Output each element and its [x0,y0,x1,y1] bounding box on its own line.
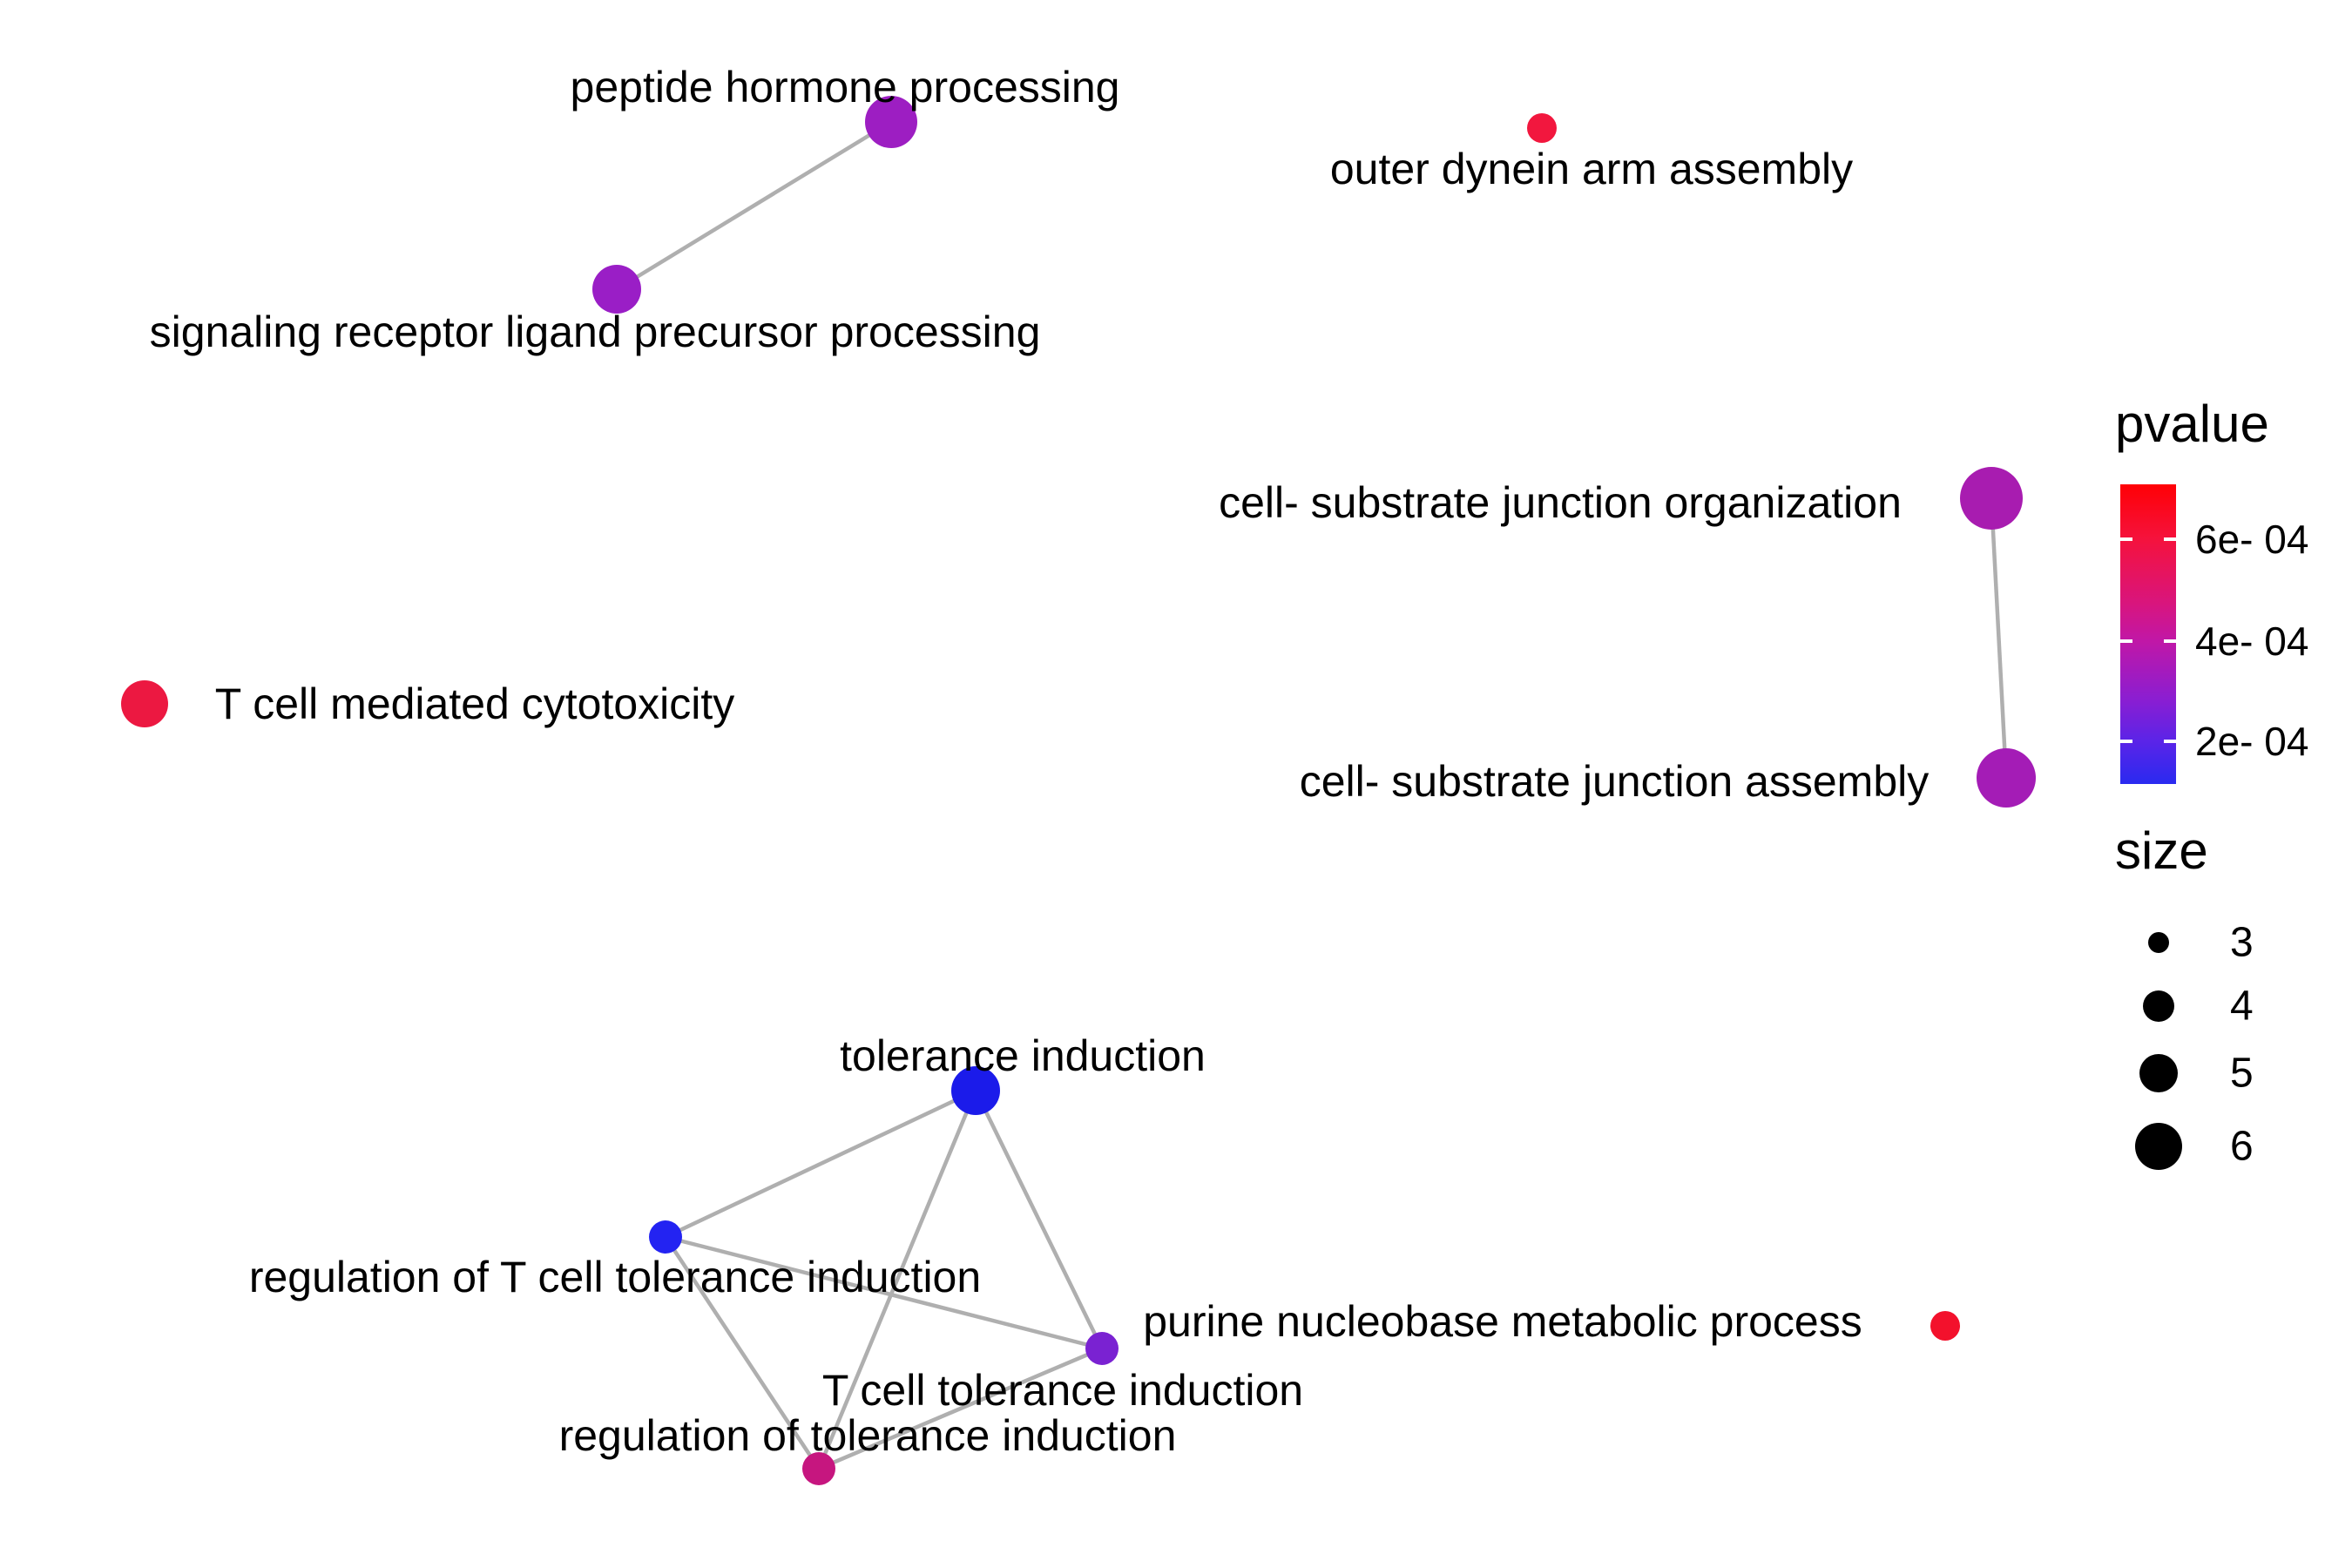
node-signaling-receptor-ligand-precursor-processing [592,265,641,314]
size-legend-title: size [2115,821,2208,880]
pvalue-tick-label: 4e- 04 [2195,618,2309,664]
node-regulation-of-tolerance-induction [802,1452,835,1485]
node-t-cell-mediated-cytotoxicity [121,680,168,727]
size-legend-dot-4 [2143,990,2174,1022]
pvalue-tick-mark [2164,537,2176,541]
size-legend-dot-3 [2148,932,2169,953]
node-regulation-of-t-cell-tolerance-induction [649,1220,682,1254]
edge-cell-substrate-junction-organization--cell-substrate-junction-assembly [1989,497,2009,779]
size-legend-value-3: 3 [2230,919,2254,966]
node-purine-nucleobase-metabolic-process [1930,1311,1960,1341]
pvalue-gradient-bar [2120,484,2176,784]
node-outer-dynein-arm-assembly [1527,113,1557,143]
size-legend-dot-5 [2139,1054,2178,1092]
node-cell-substrate-junction-organization [1960,467,2023,530]
edge-regulation-of-t-cell-tolerance-induction--regulation-of-tolerance-induction [664,1235,821,1470]
size-legend-value-6: 6 [2230,1123,2254,1170]
node-label-t-cell-mediated-cytotoxicity: T cell mediated cytotoxicity [215,679,735,728]
edge-tolerance-induction--t-cell-tolerance-induction [973,1090,1105,1349]
node-label-tolerance-induction: tolerance induction [840,1031,1206,1080]
edge-tolerance-induction--regulation-of-t-cell-tolerance-induction [665,1088,977,1240]
pvalue-tick-mark [2120,740,2132,744]
node-t-cell-tolerance-induction [1085,1332,1119,1365]
pvalue-tick-label: 2e- 04 [2195,719,2309,765]
pvalue-tick-labels: 6e- 04 4e- 04 2e- 04 [2195,484,2352,784]
node-label-outer-dynein-arm-assembly: outer dynein arm assembly [1330,145,1853,193]
size-legend-value-5: 5 [2230,1050,2254,1097]
node-cell-substrate-junction-assembly [1977,748,2036,808]
node-label-t-cell-tolerance-induction: T cell tolerance induction [822,1366,1303,1415]
node-peptide-hormone-processing [865,96,917,148]
node-label-cell-substrate-junction-assembly: cell- substrate junction assembly [1300,757,1930,806]
node-tolerance-induction [951,1066,1000,1115]
pvalue-tick-mark [2164,639,2176,643]
pvalue-legend-title: pvalue [2115,395,2269,453]
node-label-regulation-of-t-cell-tolerance-induction: regulation of T cell tolerance induction [249,1253,981,1301]
edge-tolerance-induction--regulation-of-tolerance-induction [816,1090,978,1470]
size-legend-value-4: 4 [2230,983,2254,1030]
node-label-signaling-receptor-ligand-precursor-processing: signaling receptor ligand precursor proc… [150,308,1041,356]
edge-t-cell-tolerance-induction--regulation-of-tolerance-induction [818,1346,1103,1471]
pvalue-tick-mark [2164,740,2176,744]
pvalue-tick-mark [2120,639,2132,643]
node-label-cell-substrate-junction-organization: cell- substrate junction organization [1219,478,1902,527]
edge-regulation-of-t-cell-tolerance-induction--t-cell-tolerance-induction [665,1234,1103,1351]
size-legend-dot-6 [2135,1123,2182,1170]
edge-peptide-hormone-processing--signaling-receptor-ligand-precursor-processing [615,120,893,291]
pvalue-tick-mark [2120,537,2132,541]
node-label-peptide-hormone-processing: peptide hormone processing [571,63,1120,112]
pvalue-tick-label: 6e- 04 [2195,516,2309,562]
node-label-regulation-of-tolerance-induction: regulation of tolerance induction [559,1411,1177,1460]
node-label-purine-nucleobase-metabolic-process: purine nucleobase metabolic process [1143,1297,1862,1346]
